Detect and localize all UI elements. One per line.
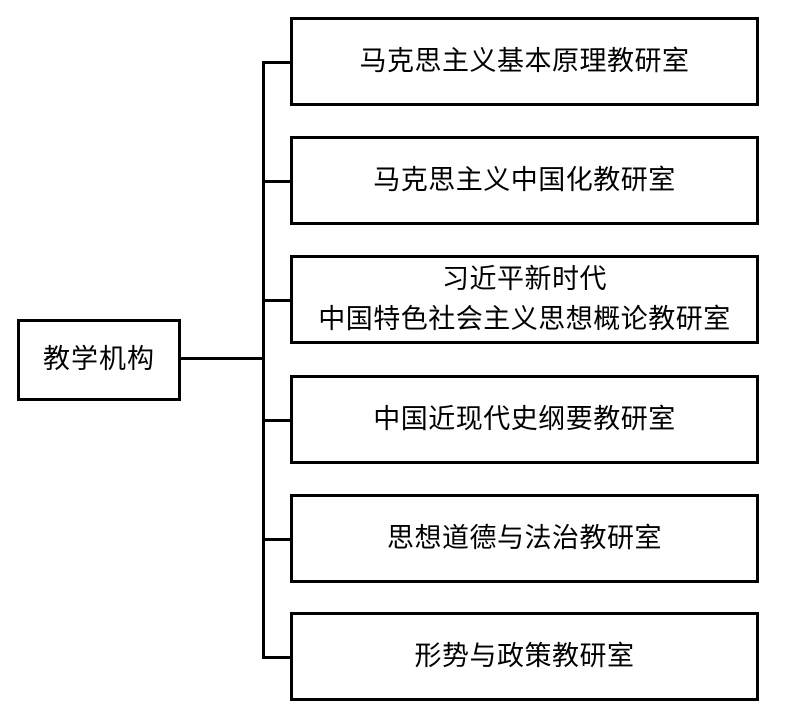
node-department-1[interactable]: 马克思主义基本原理教研室 bbox=[290, 17, 759, 106]
node-root-label: 教学机构 bbox=[43, 344, 155, 375]
connector-root-to-trunk bbox=[180, 357, 265, 360]
connector-stub-3 bbox=[262, 299, 291, 302]
node-department-3[interactable]: 习近平新时代 中国特色社会主义思想概论教研室 bbox=[290, 255, 759, 344]
node-department-5-label: 思想道德与法治教研室 bbox=[387, 522, 662, 553]
node-department-3-label-line1: 习近平新时代 bbox=[442, 264, 607, 295]
node-department-4-label: 中国近现代史纲要教研室 bbox=[373, 403, 676, 434]
connector-stub-1 bbox=[262, 61, 291, 64]
connector-stub-2 bbox=[262, 180, 291, 183]
connector-stub-5 bbox=[262, 538, 291, 541]
node-department-2[interactable]: 马克思主义中国化教研室 bbox=[290, 136, 759, 225]
node-root-teaching-organization[interactable]: 教学机构 bbox=[17, 319, 181, 401]
node-department-6-label: 形势与政策教研室 bbox=[414, 640, 635, 671]
node-department-5[interactable]: 思想道德与法治教研室 bbox=[290, 494, 759, 583]
node-department-1-label: 马克思主义基本原理教研室 bbox=[359, 45, 690, 76]
node-department-2-label: 马克思主义中国化教研室 bbox=[373, 164, 676, 195]
node-department-4[interactable]: 中国近现代史纲要教研室 bbox=[290, 375, 759, 464]
connector-vertical-trunk bbox=[262, 61, 265, 659]
connector-stub-4 bbox=[262, 419, 291, 422]
connector-stub-6 bbox=[262, 656, 291, 659]
node-department-3-label-line2: 中国特色社会主义思想概论教研室 bbox=[318, 303, 731, 334]
node-department-6[interactable]: 形势与政策教研室 bbox=[290, 612, 759, 701]
